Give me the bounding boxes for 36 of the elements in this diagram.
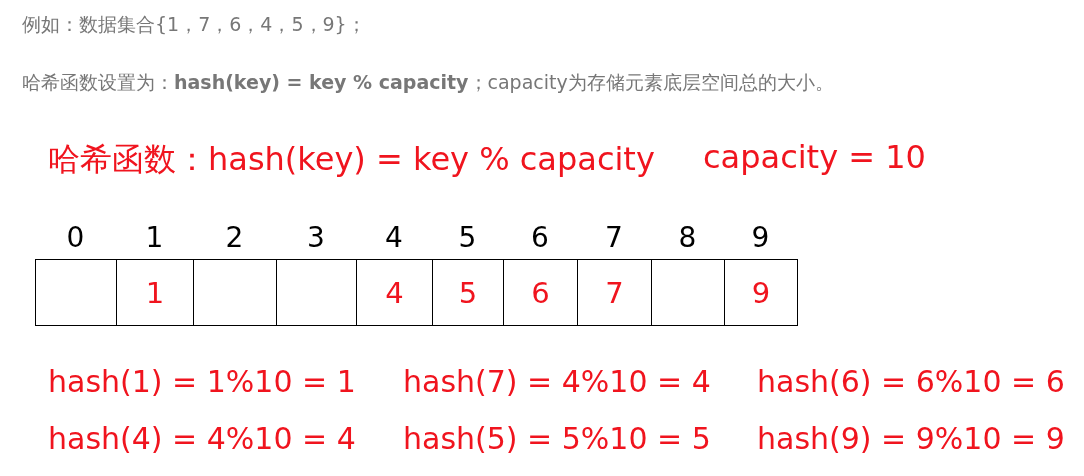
array-slot (356, 259, 433, 326)
hash-calculation: hash(5) = 5%10 = 5 (403, 421, 711, 456)
empty-array-slot (193, 259, 277, 326)
slot-index: 4 (384, 221, 404, 254)
slot-index: 3 (306, 221, 326, 254)
slot-index: 2 (224, 221, 245, 254)
stored-value: 1 (145, 275, 165, 310)
hash-calculation: hash(9) = 9%10 = 9 (757, 421, 1065, 456)
slot-index: 7 (604, 221, 624, 254)
array-slot (503, 259, 578, 326)
intro-text: 例如：数据集合{1，7，6，4，5，9}； (22, 12, 366, 37)
hash-calculation: hash(6) = 6%10 = 6 (757, 364, 1065, 399)
array-slot (116, 259, 194, 326)
stored-value: 9 (751, 275, 771, 310)
array-slot (577, 259, 652, 326)
hash-function-heading: 哈希函数：hash(key) = key % capacity (48, 139, 655, 180)
hash-calculation: hash(1) = 1%10 = 1 (48, 364, 356, 399)
hash-function-note: 哈希函数设置为：hash(key) = key % capacity；capacity为存储元素底层空间总的大小。 (22, 70, 834, 95)
stored-value: 7 (605, 275, 624, 310)
hash-calculation: hash(4) = 4%10 = 4 (48, 421, 356, 456)
empty-array-slot (35, 259, 117, 326)
stored-value: 6 (531, 275, 550, 310)
slot-index: 9 (750, 221, 771, 254)
array-slot (724, 259, 798, 326)
stored-value: 4 (385, 275, 404, 310)
hash-calculation: hash(7) = 4%10 = 4 (403, 364, 711, 399)
slot-index: 8 (677, 221, 698, 254)
empty-array-slot (276, 259, 357, 326)
slot-index: 0 (65, 221, 86, 254)
stored-value: 5 (458, 275, 478, 310)
slot-index: 6 (530, 221, 550, 254)
empty-array-slot (651, 259, 725, 326)
capacity-value: capacity = 10 (703, 138, 926, 176)
slot-index: 1 (144, 221, 165, 254)
array-slot (432, 259, 504, 326)
slot-index: 5 (457, 221, 478, 254)
